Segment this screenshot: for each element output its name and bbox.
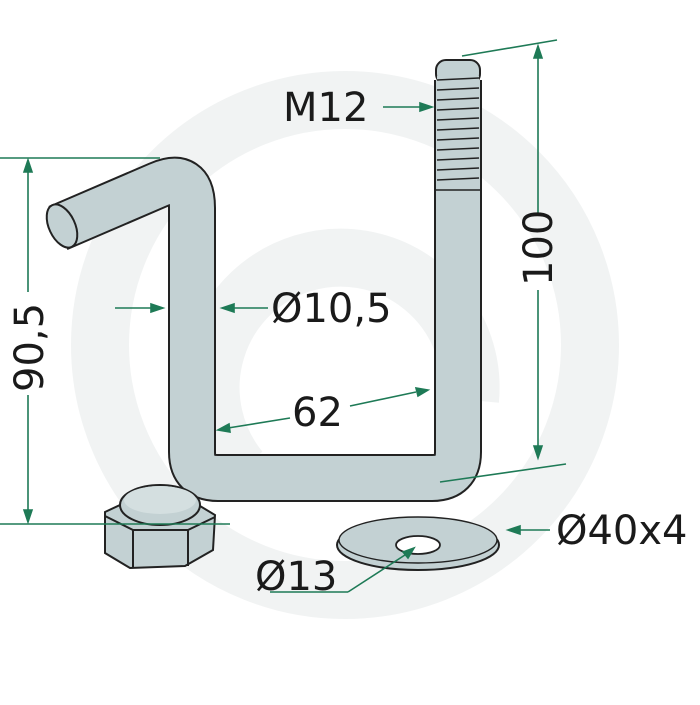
washer — [336, 516, 500, 571]
thread-label: M12 — [283, 85, 368, 131]
hex-nut — [104, 484, 217, 570]
thread-lines — [436, 77, 480, 181]
dimension-lines — [0, 39, 567, 593]
hole-label: Ø13 — [255, 554, 337, 600]
width-label: 62 — [292, 390, 343, 436]
rod-diameter-label: Ø10,5 — [271, 286, 392, 332]
bent-bolt — [45, 59, 482, 502]
washer-hole — [395, 535, 441, 555]
left-height-label: 90,5 — [7, 303, 53, 392]
rod-end-cut — [45, 203, 79, 249]
bent-bolt-body — [49, 80, 480, 500]
washer-label: Ø40x4 — [556, 508, 688, 554]
height-label: 100 — [516, 210, 562, 286]
